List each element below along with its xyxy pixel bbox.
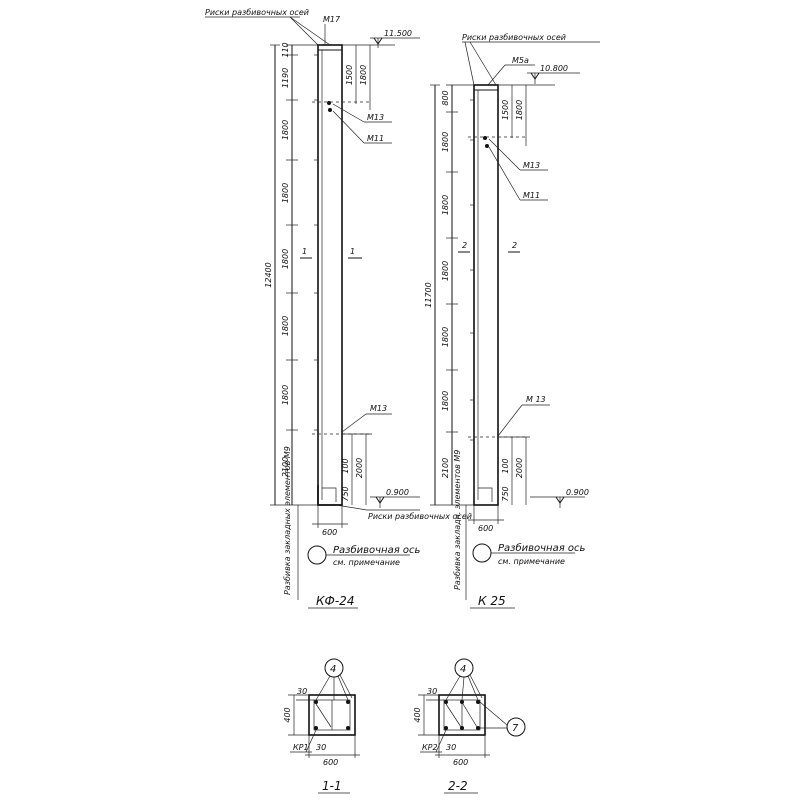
column-k25-body xyxy=(473,84,499,506)
k25-mark-m13-lower: М 13 xyxy=(526,395,546,404)
section-1-outline xyxy=(308,694,356,736)
kf24-dim-2: 1800 xyxy=(281,183,290,203)
section-1-mark: КР1 xyxy=(293,743,309,752)
k25-label-embedded: Разбивка закладн. элементов М9 xyxy=(453,450,462,590)
k25-label-axes-top: Риски разбивочных осей xyxy=(462,33,566,42)
k25-mark-m11: М11 xyxy=(523,191,540,200)
k25-axis-circle xyxy=(472,543,492,563)
kf24-section-right: 1 xyxy=(350,247,355,256)
kf24-dimbr-0: 100 xyxy=(341,458,350,473)
kf24-dimr-1: 1800 xyxy=(359,65,368,85)
section-2-bubble2 xyxy=(506,717,526,737)
kf24-elev-top: 11.500 xyxy=(384,29,412,38)
kf24-label-note: см. примечание xyxy=(333,558,400,567)
kf24-dim-5: 1800 xyxy=(281,385,290,405)
kf24-dimr-0: 1500 xyxy=(345,65,354,85)
k25-width: 600 xyxy=(478,524,493,533)
section-2-mark: КР2 xyxy=(422,743,438,752)
kf24-dimension-chain: 110 1190 1800 1800 1800 1800 1800 2100 1… xyxy=(264,42,318,506)
column-kf24 xyxy=(312,44,372,506)
section-2-outline xyxy=(438,694,486,736)
kf24-dim-3: 1800 xyxy=(281,249,290,269)
k25-dimbr-2: 750 xyxy=(501,486,510,501)
k25-dimension-chain: 800 1800 1800 1800 1800 1800 2100 11700 xyxy=(424,84,474,506)
kf24-mark-m11: М11 xyxy=(367,134,384,143)
section-1-bubble-text: 4 xyxy=(330,664,336,675)
kf24-label-axes-top: Риски разбивочных осей xyxy=(205,8,309,17)
k25-mark-top: М5а xyxy=(512,56,529,65)
k25-dim-5: 1800 xyxy=(441,391,450,411)
kf24-dim-0: 1190 xyxy=(281,68,290,88)
k25-dimbr-0: 100 xyxy=(501,458,510,473)
section-1-title: 1-1 xyxy=(322,779,342,793)
k25-elev-top: 10.800 xyxy=(540,64,568,73)
kf24-right-annotations: 1500 1800 11.500 Риски разбивочных осей … xyxy=(205,8,472,609)
kf24-dim-top: 110 xyxy=(281,42,290,57)
kf24-elev-bottom: 0.900 xyxy=(386,488,409,497)
kf24-label-axes-bottom: Риски разбивочных осей xyxy=(368,512,472,521)
kf24-section-left: 1 xyxy=(302,247,307,256)
kf24-axis-circle xyxy=(307,545,327,565)
k25-label-note: см. примечание xyxy=(498,557,565,566)
k25-right-annotations: 1500 1800 10.800 Риски разбивочных осей … xyxy=(453,33,600,609)
k25-section-right: 2 xyxy=(512,241,517,250)
kf24-dim-total: 12400 xyxy=(264,262,273,287)
k25-mark-m13: М13 xyxy=(523,161,540,170)
k25-dim-6: 2100 xyxy=(441,458,450,478)
section-2-2: 4 7 400 30 КР2 30 600 2-2 xyxy=(413,658,526,794)
k25-dim-0: 800 xyxy=(441,90,450,105)
section-2-title: 2-2 xyxy=(448,779,468,793)
section-2-width: 600 xyxy=(453,758,468,767)
k25-dimr-1: 1800 xyxy=(515,100,524,120)
kf24-dim-1: 1800 xyxy=(281,120,290,140)
kf24-dimbr-1: 2000 xyxy=(355,458,364,478)
k25-dim-total: 11700 xyxy=(424,282,433,307)
kf24-mark-m13: М13 xyxy=(367,113,384,122)
k25-dim-4: 1800 xyxy=(441,327,450,347)
section-2-dim-bottom: 30 xyxy=(446,743,456,752)
k25-section-left: 2 xyxy=(462,241,467,250)
k25-dimr-0: 1500 xyxy=(501,100,510,120)
section-1-dim-h: 400 xyxy=(283,707,292,722)
column-kf24-body xyxy=(317,44,343,506)
section-1-dim-top: 30 xyxy=(297,687,307,696)
section-2-bubble2-text: 7 xyxy=(512,723,519,734)
kf24-width: 600 xyxy=(322,528,337,537)
kf24-mark-top: М17 xyxy=(323,15,341,24)
kf24-mark-m13-lower: М13 xyxy=(370,404,387,413)
k25-dim-1: 1800 xyxy=(441,132,450,152)
section-1-width: 600 xyxy=(323,758,338,767)
kf24-name: КФ-24 xyxy=(316,594,354,608)
k25-dim-2: 1800 xyxy=(441,195,450,215)
k25-label-axis: Разбивочная ось xyxy=(498,542,586,554)
kf24-dim-6: 2100 xyxy=(281,457,290,477)
section-1-dim-bottom: 30 xyxy=(316,743,326,752)
section-2-dim-top: 30 xyxy=(427,687,437,696)
section-1-1: 4 400 30 КР1 30 600 1-1 xyxy=(283,658,360,794)
kf24-dimbr-2: 750 xyxy=(341,486,350,501)
column-k25 xyxy=(468,84,526,506)
k25-name: К 25 xyxy=(478,594,506,608)
kf24-label-axis: Разбивочная ось xyxy=(333,544,421,556)
k25-elev-bottom: 0.900 xyxy=(566,488,589,497)
kf24-label-embedded: Разбивка закладных элементов М9 xyxy=(283,446,292,595)
section-2-bubble-text: 4 xyxy=(460,664,466,675)
k25-dim-3: 1800 xyxy=(441,261,450,281)
kf24-dim-4: 1800 xyxy=(281,316,290,336)
section-2-dim-h: 400 xyxy=(413,707,422,722)
k25-dimbr-1: 2000 xyxy=(515,458,524,478)
